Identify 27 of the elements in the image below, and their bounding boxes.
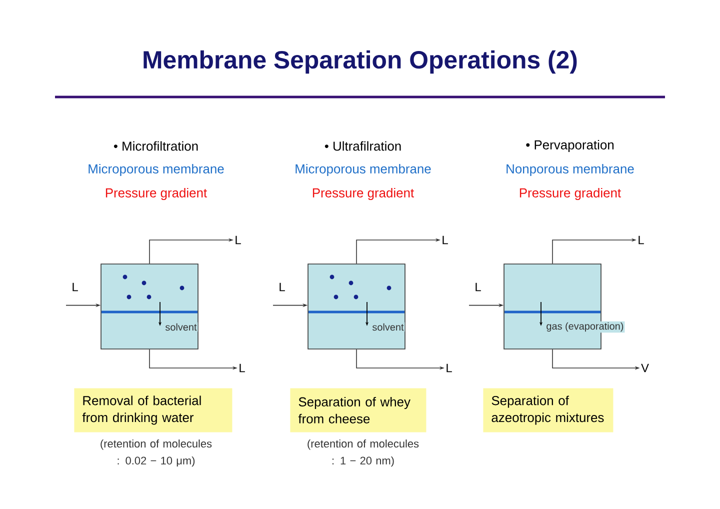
node-caption: (retention of molecules : 0.02 − 10 μm) xyxy=(100,440,212,467)
stream-label: L xyxy=(236,236,241,244)
membrane-type: Microporous membrane xyxy=(88,164,224,176)
node-caption: (retention of molecules : 1 − 20 nm) xyxy=(308,440,419,467)
membrane-module xyxy=(100,264,198,350)
title: Membrane Separation Operations (2) xyxy=(144,50,577,74)
flow-label: gas (evaporation) xyxy=(545,321,625,333)
membrane-type: Nonporous membrane xyxy=(506,164,634,176)
application-box: Separation of azeotropic mixtures xyxy=(483,388,614,432)
driving-force: Pressure gradient xyxy=(106,188,207,200)
application-box: Removal of bacterial from drinking water xyxy=(74,388,232,432)
stream-label: L xyxy=(72,282,78,292)
driving-force: Pressure gradient xyxy=(312,188,414,200)
membrane-module xyxy=(308,264,406,350)
driving-force: Pressure gradient xyxy=(520,188,621,200)
stream-label: L xyxy=(442,236,448,244)
method-heading: • Microfiltration xyxy=(114,141,198,151)
method-heading: • Ultrafilration xyxy=(324,141,401,151)
stream-label: L xyxy=(240,364,245,372)
stream-label: L xyxy=(280,282,285,292)
method-heading: • Pervaporation xyxy=(526,140,614,152)
membrane-type: Microporous membrane xyxy=(296,164,431,176)
stream-label: L xyxy=(446,364,452,372)
stream-label: L xyxy=(638,236,644,244)
application-box: Separation of whey from cheese xyxy=(290,388,426,432)
stream-label: V xyxy=(641,364,649,372)
stream-label: L xyxy=(476,282,481,292)
